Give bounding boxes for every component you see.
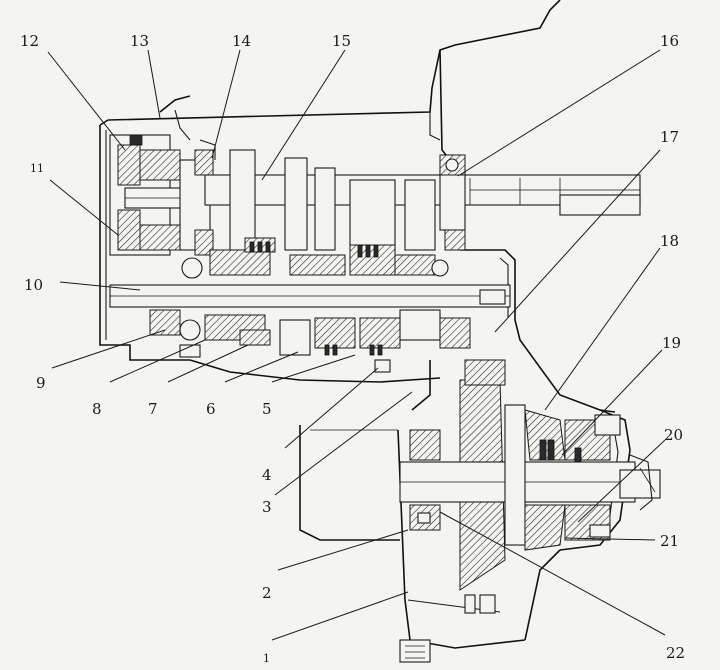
callout-16: 16: [660, 32, 679, 50]
rear-reduction-gearset: [109, 109, 216, 256]
callout-13: 13: [130, 32, 149, 50]
callout-5: 5: [262, 400, 272, 418]
callout-6: 6: [206, 400, 216, 418]
callout-17: 17: [660, 128, 679, 146]
leader-lines: [47, 49, 666, 641]
callout-labels: 1 2 3 4 5 6 7 8 9 10 11 12 13 14 15 16 1…: [20, 32, 685, 665]
input-shaft-assembly: [204, 149, 641, 251]
callout-7: 7: [148, 400, 158, 418]
callout-19: 19: [662, 334, 681, 352]
callout-4: 4: [262, 466, 272, 484]
callout-3: 3: [262, 498, 272, 516]
callout-20: 20: [664, 426, 683, 444]
callout-11: 11: [30, 162, 44, 175]
callout-12: 12: [20, 32, 39, 50]
callout-1: 1: [263, 652, 270, 665]
callout-22: 22: [666, 644, 685, 662]
callout-21: 21: [660, 532, 679, 550]
callout-15: 15: [332, 32, 351, 50]
callout-8: 8: [92, 400, 102, 418]
callout-9: 9: [36, 374, 46, 392]
main-output-shaft: [109, 284, 511, 373]
differential-assembly: [399, 359, 661, 614]
synchronizer-gears: [181, 237, 449, 279]
callout-10: 10: [24, 276, 43, 294]
callout-18: 18: [660, 232, 679, 250]
callout-2: 2: [262, 584, 272, 602]
callout-14: 14: [232, 32, 251, 50]
